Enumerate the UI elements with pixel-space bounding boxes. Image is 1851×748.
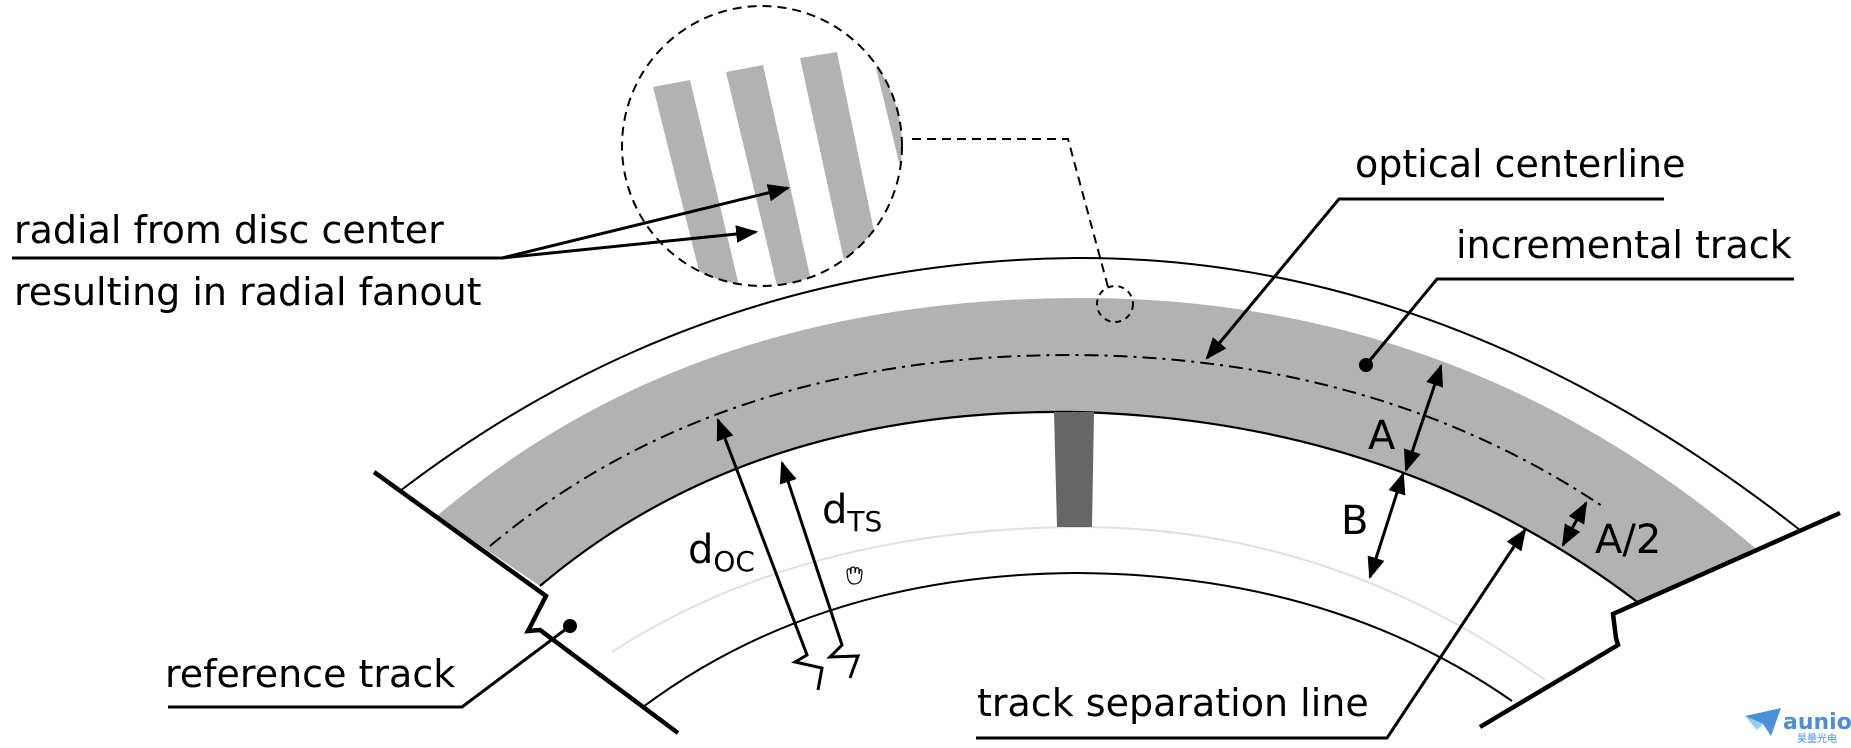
company-logo: aunion 昊量光电 <box>1745 708 1851 745</box>
d-oc-main: d <box>688 527 713 573</box>
dimension-a-half-label: A/2 <box>1595 517 1661 563</box>
inner-disc-edge <box>642 571 1513 708</box>
incremental-track-band <box>437 297 1755 604</box>
radial-label-line2: resulting in radial fanout <box>14 270 482 314</box>
incremental-track-callout: incremental track <box>1359 223 1794 372</box>
reference-mark-bar <box>1054 412 1094 527</box>
d-oc-sub: OC <box>713 545 755 578</box>
d-ts-main: d <box>822 487 847 533</box>
grating-line <box>653 80 740 286</box>
dimension-b-label: B <box>1341 498 1368 544</box>
grating-line <box>726 65 812 286</box>
dimension-a: A <box>1368 363 1444 473</box>
outer-disc-edge <box>399 256 1801 531</box>
dimension-a-half: A/2 <box>1561 501 1661 563</box>
logo-plane-icon <box>1745 708 1781 736</box>
dimension-d-oc-label: dOC <box>688 527 755 578</box>
dimension-b: B <box>1341 471 1406 580</box>
logo-subtext: 昊量光电 <box>1797 732 1837 745</box>
dimension-a-label: A <box>1368 413 1396 459</box>
d-ts-sub: TS <box>846 505 882 538</box>
incremental-track-label: incremental track <box>1456 223 1792 267</box>
reference-track-callout: reference track <box>165 619 577 709</box>
optical-centerline-arc <box>489 353 1606 547</box>
optical-centerline-label: optical centerline <box>1355 142 1685 186</box>
hand-cursor-icon <box>846 566 863 585</box>
left-cut-edge <box>372 470 680 735</box>
track-separation-label: track separation line <box>977 681 1369 725</box>
disc-sector <box>372 256 1841 735</box>
optical-centerline-callout: optical centerline <box>1205 142 1685 360</box>
grating-line <box>800 52 880 265</box>
zoom-circle <box>621 5 903 287</box>
radial-callout: radial from disc center resulting in rad… <box>12 184 791 314</box>
reference-track-label: reference track <box>165 652 455 696</box>
dimension-d-oc: dOC <box>688 417 824 691</box>
zoom-source-circle <box>1096 285 1134 323</box>
right-cut-edge <box>1478 510 1841 729</box>
radial-label-line1: radial from disc center <box>14 208 444 252</box>
track-separation-callout: track separation line <box>976 528 1527 740</box>
dimension-d-ts: dTS <box>779 460 882 679</box>
logo-text: aunion <box>1783 710 1851 735</box>
zoom-detail <box>621 5 1134 323</box>
zoom-leader-line <box>912 138 1109 288</box>
dimension-d-ts-label: dTS <box>822 487 882 538</box>
